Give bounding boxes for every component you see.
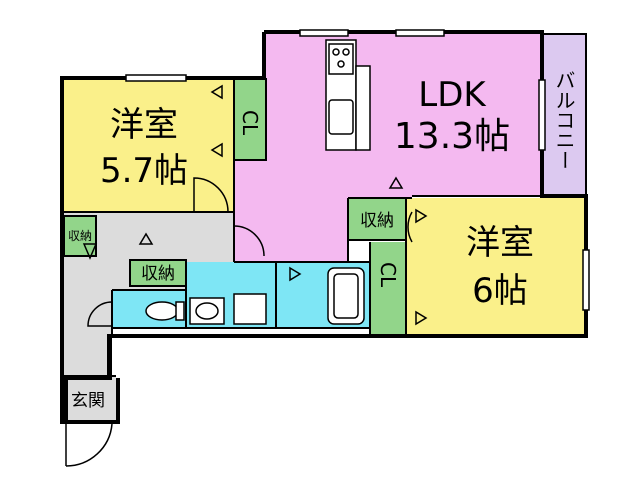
entrance-label: 玄関 bbox=[71, 391, 105, 411]
storage-ldk-area bbox=[348, 198, 406, 240]
hall-area bbox=[64, 212, 234, 376]
door-western-room-1 bbox=[193, 177, 229, 213]
storage-wash-label: 収納 bbox=[141, 264, 175, 284]
door-toilet bbox=[87, 301, 113, 327]
closet-2-label: CL bbox=[376, 262, 400, 288]
entrance-area bbox=[64, 376, 116, 420]
kitchen-stove-icon bbox=[328, 43, 354, 75]
door-entrance bbox=[65, 423, 113, 467]
western-room-1-area bbox=[64, 78, 234, 212]
washing-machine-pan-icon bbox=[233, 293, 267, 325]
doors bbox=[65, 84, 428, 467]
bathtub-icon bbox=[327, 267, 365, 325]
closet-1-label: CL bbox=[238, 110, 262, 136]
door-western-room-2 bbox=[407, 211, 413, 243]
balcony-label: バルコニー bbox=[552, 70, 576, 170]
ldk-name: LDK bbox=[418, 75, 487, 115]
balcony-area bbox=[542, 34, 586, 196]
storage-hall-area bbox=[64, 216, 96, 256]
western-room-2-name: 洋室 bbox=[466, 223, 534, 263]
toilet-icon bbox=[145, 301, 185, 321]
storage-ldk-label: 収納 bbox=[360, 211, 394, 231]
closet-2-area bbox=[370, 242, 406, 334]
storage-hall-label: 収納 bbox=[68, 229, 92, 243]
western-room-2-size: 6帖 bbox=[472, 271, 528, 311]
door-ldk-hall bbox=[233, 225, 265, 257]
western-room-2-area bbox=[406, 198, 586, 334]
washbasin-icon bbox=[189, 297, 225, 325]
storage-wash-area bbox=[130, 260, 186, 286]
ldk-area bbox=[234, 34, 542, 262]
closet-1-area bbox=[234, 80, 266, 160]
kitchen-counter bbox=[325, 39, 371, 151]
kitchen-sink-icon bbox=[328, 99, 354, 135]
western-room-1-size: 5.7帖 bbox=[100, 151, 188, 191]
windows bbox=[125, 29, 590, 311]
western-room-1-name: 洋室 bbox=[110, 105, 178, 145]
ldk-size: 13.3帖 bbox=[394, 116, 510, 157]
